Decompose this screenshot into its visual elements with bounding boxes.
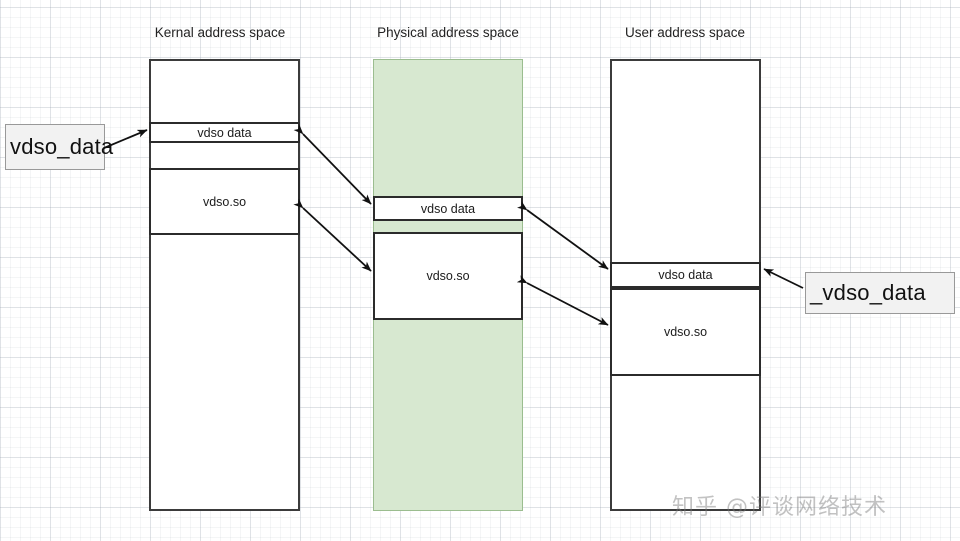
kernel-segment-vdso-so: vdso.so	[149, 168, 300, 235]
physical-segment-vdso-data: vdso data	[373, 196, 523, 221]
arrow-right-label-to-user-data	[763, 268, 804, 289]
kernel-segment-vdso-so-label: vdso.so	[202, 194, 247, 209]
user-segment-vdso-data-label: vdso data	[658, 268, 713, 282]
left-label-text: vdso_data	[10, 134, 114, 159]
physical-segment-vdso-data-label: vdso data	[420, 201, 476, 216]
arrow-kernel-so-to-physical-so	[293, 198, 372, 272]
right-label-text: _vdso_data	[810, 280, 926, 305]
arrow-physical-so-to-user-so	[516, 275, 609, 326]
physical-segment-vdso-so: vdso.so	[373, 232, 523, 320]
arrow-kernel-data-to-physical-data	[293, 124, 372, 205]
user-segment-vdso-so-label: vdso.so	[663, 325, 708, 339]
left-label-vdso-data[interactable]: vdso_data	[5, 124, 113, 170]
watermark: 知乎 @评谈网络技术	[672, 495, 887, 520]
user-segment-vdso-data: vdso data	[610, 262, 761, 288]
kernel-segment-vdso-data: vdso data	[149, 122, 300, 143]
column-title-physical: Physical address space	[377, 25, 519, 40]
right-label-vdso-data[interactable]: _vdso_data	[805, 272, 955, 314]
physical-segment-vdso-so-label: vdso.so	[426, 269, 470, 283]
column-title-kernel: Kernal address space	[154, 25, 286, 40]
user-segment-vdso-so: vdso.so	[610, 288, 761, 376]
column-title-user: User address space	[624, 25, 746, 40]
kernel-segment-vdso-data-label: vdso data	[197, 125, 252, 140]
arrow-physical-data-to-user-data	[517, 201, 609, 270]
